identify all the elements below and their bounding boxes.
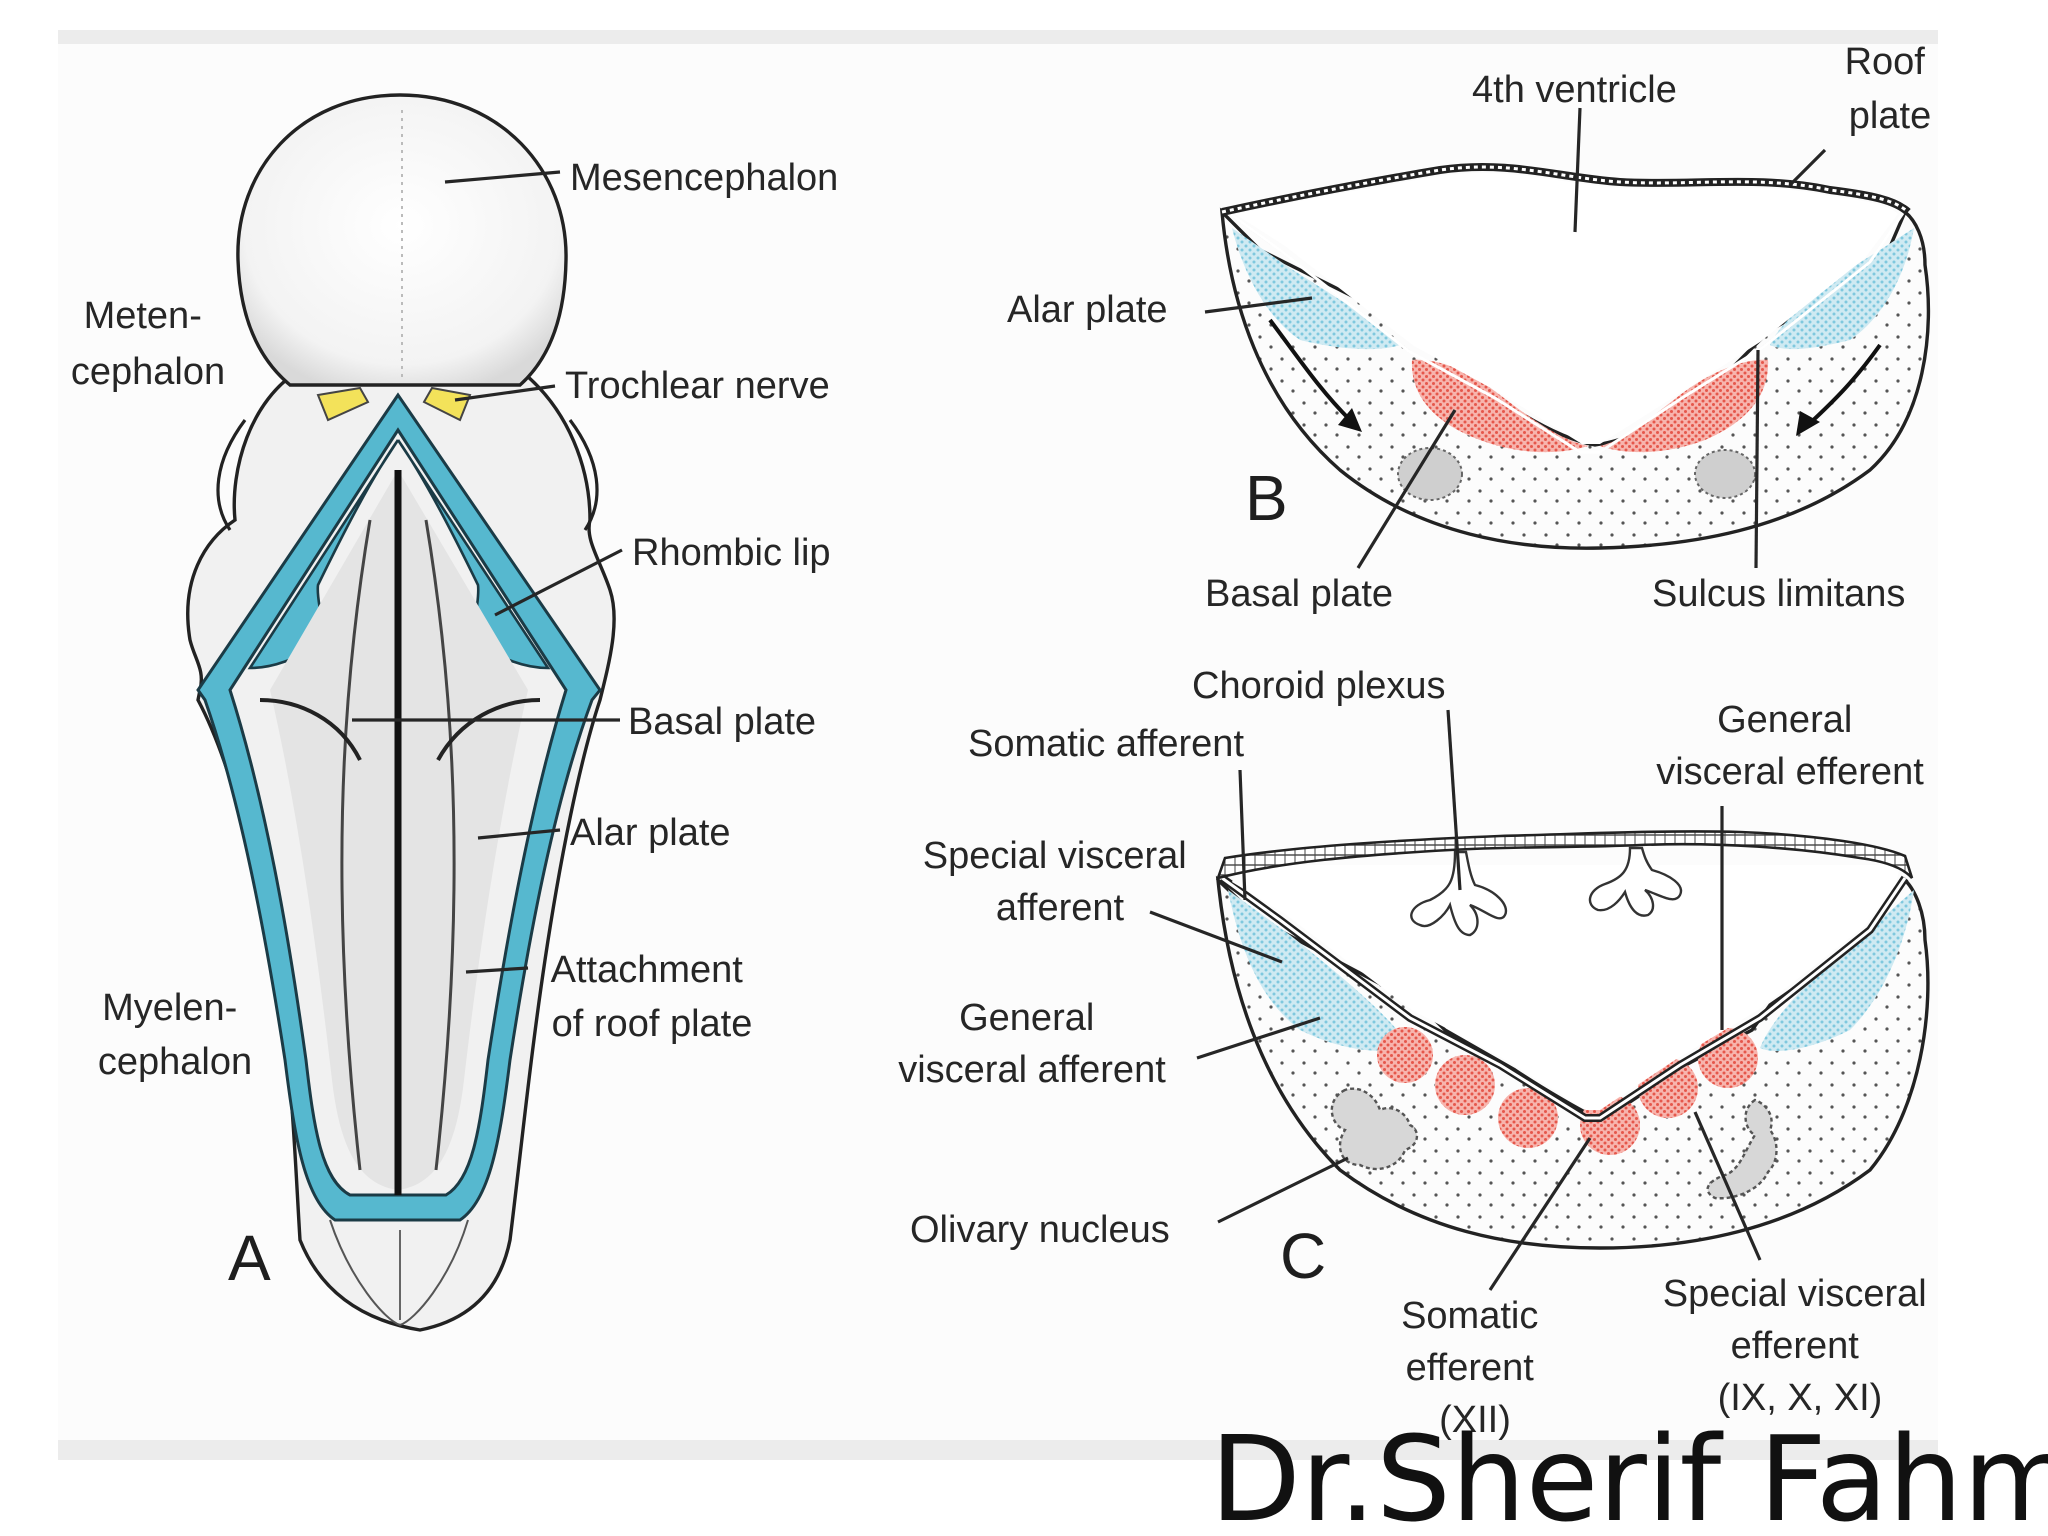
ventricle-floor-b-inner	[1224, 208, 1907, 454]
panel-a-leaders	[352, 170, 623, 974]
label-basal-plate-b: Basal plate	[1205, 573, 1393, 615]
panel-letter-a: A	[228, 1222, 271, 1294]
panel-letter-b: B	[1245, 462, 1288, 534]
label-myelencephalon: Myelen- cephalon	[98, 987, 252, 1083]
alar-zone-c-left	[1228, 890, 1410, 1051]
label-choroid-plexus: Choroid plexus	[1192, 665, 1445, 707]
arrowhead-b-right	[1796, 411, 1820, 436]
leader-attachment	[465, 966, 529, 974]
basal-zone-b-right	[1600, 359, 1769, 453]
ventricle-b	[1235, 173, 1898, 444]
label-attachment-roof-plate: Attachment of roof plate	[551, 949, 754, 1045]
floor-ridge-right	[424, 519, 456, 1171]
leader-choroid-plexus	[1446, 709, 1462, 891]
label-trochlear-nerve: Trochlear nerve	[565, 365, 830, 407]
nucleus-b-right	[1694, 449, 1756, 499]
trochlear-nerve-right	[422, 386, 472, 422]
nucleus-c-1	[1377, 1027, 1433, 1083]
olivary-nucleus-left	[1330, 1087, 1419, 1171]
leader-special-visceral-efferent	[1693, 1111, 1762, 1261]
leader-special-visceral-afferent	[1149, 910, 1283, 964]
leader-trochlear	[454, 384, 556, 402]
leader-olivary-nucleus	[1217, 1156, 1349, 1224]
floor-ridge-left	[340, 519, 372, 1171]
leader-general-visceral-afferent	[1196, 1016, 1321, 1060]
rhombic-lip-wing-left	[247, 439, 400, 670]
leader-basal-plate-b	[1356, 409, 1457, 569]
label-alar-plate-b: Alar plate	[1007, 289, 1168, 331]
nucleus-c-2	[1435, 1055, 1495, 1115]
leader-4th-ventricle	[1573, 107, 1582, 233]
arrow-b-left	[1268, 318, 1352, 422]
leader-mesencephalon	[444, 170, 561, 184]
olivary-nucleus-right	[1706, 1098, 1778, 1200]
label-olivary-nucleus: Olivary nucleus	[910, 1209, 1170, 1251]
ventricle-floor-c-inner	[1221, 876, 1907, 1120]
author-credit: Dr.Sherif Fahmy	[1210, 1410, 2048, 1536]
leader-alar-plate-b	[1204, 296, 1313, 314]
label-general-visceral-efferent: General visceral efferent	[1656, 699, 1924, 793]
label-4th-ventricle: 4th ventricle	[1472, 69, 1677, 111]
leader-somatic-afferent	[1238, 769, 1247, 901]
alar-zone-b-right	[1770, 228, 1914, 350]
roof-plate-c	[1215, 830, 1914, 880]
leader-roof-plate	[1788, 148, 1827, 187]
metencephalon-bulge	[216, 419, 599, 531]
label-somatic-efferent: Somatic efferent (XII)	[1401, 1295, 1549, 1441]
label-general-visceral-afferent: General visceral afferent	[898, 997, 1166, 1091]
frame-top-bar	[58, 30, 1938, 44]
nucleus-b-left	[1397, 447, 1463, 501]
label-roof-plate: Roof plate	[1845, 41, 1936, 137]
frame-bottom-bar	[58, 1440, 1938, 1460]
lateral-recess-right	[436, 698, 541, 761]
panel-b-drawing	[1219, 163, 1931, 550]
arrow-b-right	[1806, 343, 1882, 427]
panel-c-drawing	[1215, 830, 1930, 1250]
label-special-visceral-afferent: Special visceral afferent	[923, 835, 1198, 929]
label-basal-plate-a: Basal plate	[628, 701, 816, 743]
leader-rhombic-lip	[494, 548, 623, 617]
choroid-tuft-left	[1410, 850, 1508, 937]
alar-zone-b-left	[1232, 228, 1400, 350]
label-mesencephalon: Mesencephalon	[570, 157, 838, 199]
panel-b-leaders	[1204, 107, 1827, 569]
choroid-tuft-right	[1588, 846, 1683, 917]
lateral-recess-left	[259, 698, 362, 761]
label-alar-plate-a: Alar plate	[570, 812, 731, 854]
label-somatic-afferent: Somatic afferent	[968, 723, 1244, 765]
label-rhombic-lip: Rhombic lip	[632, 532, 831, 574]
leader-somatic-efferent	[1488, 1137, 1592, 1291]
arrowhead-b-left	[1338, 408, 1362, 432]
label-sulcus-limitans: Sulcus limitans	[1652, 573, 1905, 615]
label-special-visceral-efferent: Special visceral efferent (IX, X, XI)	[1663, 1273, 1938, 1419]
caudal-tail	[329, 1219, 469, 1327]
panel-letter-c: C	[1280, 1220, 1326, 1292]
rhombic-lip-wing-right	[396, 439, 551, 670]
panel-c-leaders	[1149, 709, 1762, 1291]
label-metencephalon: Meten- cephalon	[71, 295, 225, 393]
leader-alar-plate-a	[477, 828, 561, 840]
alar-zone-c-right	[1760, 890, 1914, 1051]
leader-sulcus-limitans	[1754, 349, 1760, 569]
nucleus-c-3	[1498, 1088, 1558, 1148]
trochlear-nerve-left	[316, 386, 370, 422]
ventricle-c	[1232, 865, 1900, 1110]
roof-plate-b-inner	[1221, 165, 1910, 214]
